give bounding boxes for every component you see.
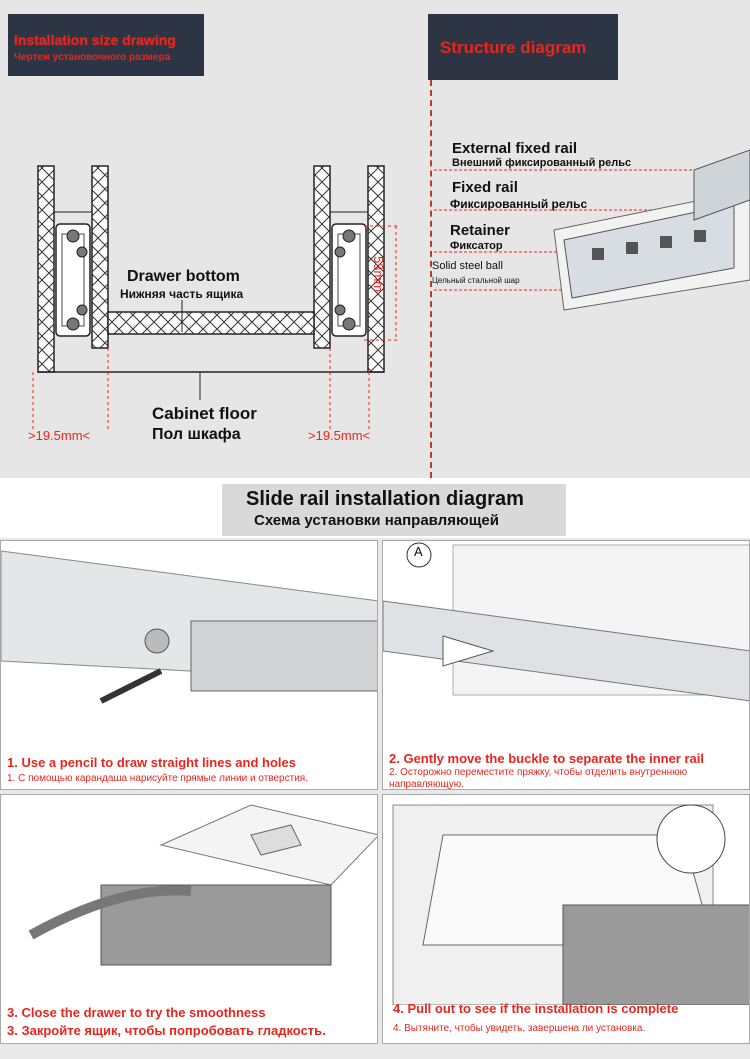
- installation-size-header: Installation size drawing Чертеж установ…: [8, 14, 204, 76]
- step-panel-3: 3. Close the drawer to try the smoothnes…: [0, 794, 378, 1044]
- step-3-caption: 3. Close the drawer to try the smoothnes…: [7, 1005, 266, 1020]
- external-fixed-rail-label-ru: Внешний фиксированный рельс: [452, 157, 632, 169]
- step-2-caption-ru-cont: направляющую.: [389, 779, 465, 790]
- step-panel-4: 4. Pull out to see if the installation i…: [382, 794, 750, 1044]
- cabinet-floor-label-ru: Пол шкафа: [152, 426, 241, 443]
- step-4-caption-ru: 4. Вытяните, чтобы увидеть, завершена ли…: [393, 1023, 646, 1034]
- structure-diagram-title: Structure diagram: [440, 38, 587, 57]
- left-gap-dimension: >19.5mm<: [28, 428, 91, 443]
- height-dimension: 53mm: [371, 256, 386, 293]
- right-gap-dimension: >19.5mm<: [308, 428, 371, 443]
- step-2-illustration: [383, 542, 749, 702]
- step-3-caption-ru: 3. Закройте ящик, чтобы попробовать глад…: [7, 1023, 326, 1038]
- step-4-caption: 4. Pull out to see if the installation i…: [393, 1001, 679, 1016]
- steel-ball-label-ru: Цельный стальной шар: [432, 276, 520, 285]
- installation-title: Slide rail installation diagram: [246, 488, 524, 510]
- step-2-caption: 2. Gently move the buckle to separate th…: [389, 751, 704, 766]
- structure-diagram-header: Structure diagram: [428, 14, 618, 80]
- external-fixed-rail-label: External fixed rail: [452, 140, 578, 157]
- step-2-caption-ru: 2. Осторожно переместите пряжку, чтобы о…: [389, 767, 688, 778]
- step-1-caption-ru: 1. С помощью карандаша нарисуйте прямые …: [7, 773, 308, 784]
- drawer-bottom-label-ru: Нижняя часть ящика: [120, 287, 244, 301]
- fixed-rail-label: Fixed rail: [452, 179, 518, 196]
- steel-ball-label: Solid steel ball: [432, 260, 503, 272]
- step-3-illustration: [28, 804, 377, 966]
- step-4-illustration: [392, 804, 749, 1005]
- rail-structure-illustration: [434, 149, 750, 311]
- fixed-rail-label-ru: Фиксированный рельс: [450, 197, 588, 211]
- retainer-label: Retainer: [450, 222, 511, 239]
- callout-a-label: A: [414, 544, 423, 559]
- retainer-label-ru: Фиксатор: [450, 240, 503, 252]
- installation-size-title: Installation size drawing: [14, 32, 176, 48]
- cross-section-drawing: [32, 165, 398, 430]
- drawer-bottom-label: Drawer bottom: [127, 268, 240, 285]
- installation-size-title-ru: Чертеж установочного размера: [14, 52, 171, 63]
- installation-title-box: Slide rail installation diagram Схема ус…: [222, 484, 566, 536]
- step-panel-1: 1. Use a pencil to draw straight lines a…: [0, 540, 378, 790]
- step-1-illustration: [1, 550, 377, 704]
- step-panel-2: A 2. Gently move the buckle to separate …: [382, 540, 750, 790]
- section-divider: [430, 80, 432, 478]
- cabinet-floor-label: Cabinet floor: [152, 404, 257, 423]
- installation-title-ru: Схема установки направляющей: [254, 512, 499, 529]
- step-1-caption: 1. Use a pencil to draw straight lines a…: [7, 755, 296, 770]
